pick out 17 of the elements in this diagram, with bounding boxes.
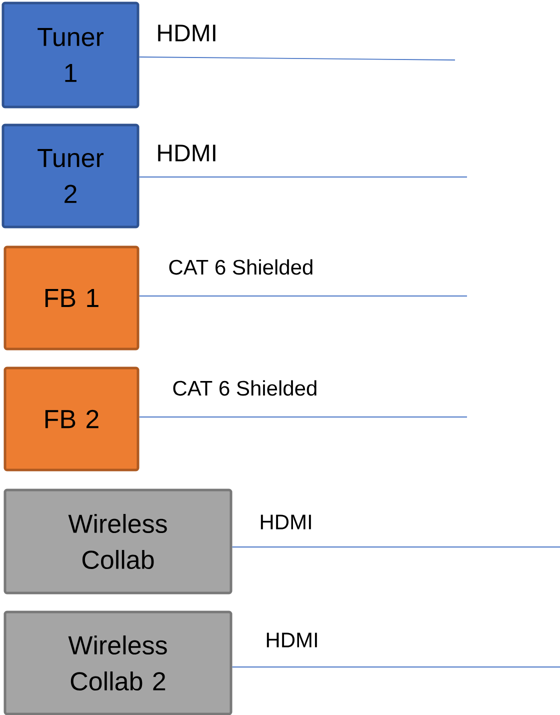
cable-line xyxy=(138,416,468,418)
cable-line xyxy=(138,56,456,60)
edge-label: HDMI xyxy=(158,24,216,42)
device-box: Wireless Collab xyxy=(4,488,232,594)
edge-label: HDMI xyxy=(260,514,311,530)
device-box: FB 2 xyxy=(4,366,140,472)
cable-line xyxy=(138,176,468,178)
device-box: Tuner 2 xyxy=(2,124,140,228)
device-box: Wireless Collab 2 xyxy=(4,610,232,715)
edge-label: HDMI xyxy=(266,632,317,648)
device-box: Tuner 1 xyxy=(2,2,140,108)
cable-line xyxy=(232,546,560,548)
edge-label: HDMI xyxy=(158,144,216,162)
edge-label: CAT 6 Shielded xyxy=(173,380,316,396)
device-box: FB 1 xyxy=(4,246,140,350)
edge-label: CAT 6 Shielded xyxy=(169,259,312,275)
cable-line xyxy=(232,666,560,668)
